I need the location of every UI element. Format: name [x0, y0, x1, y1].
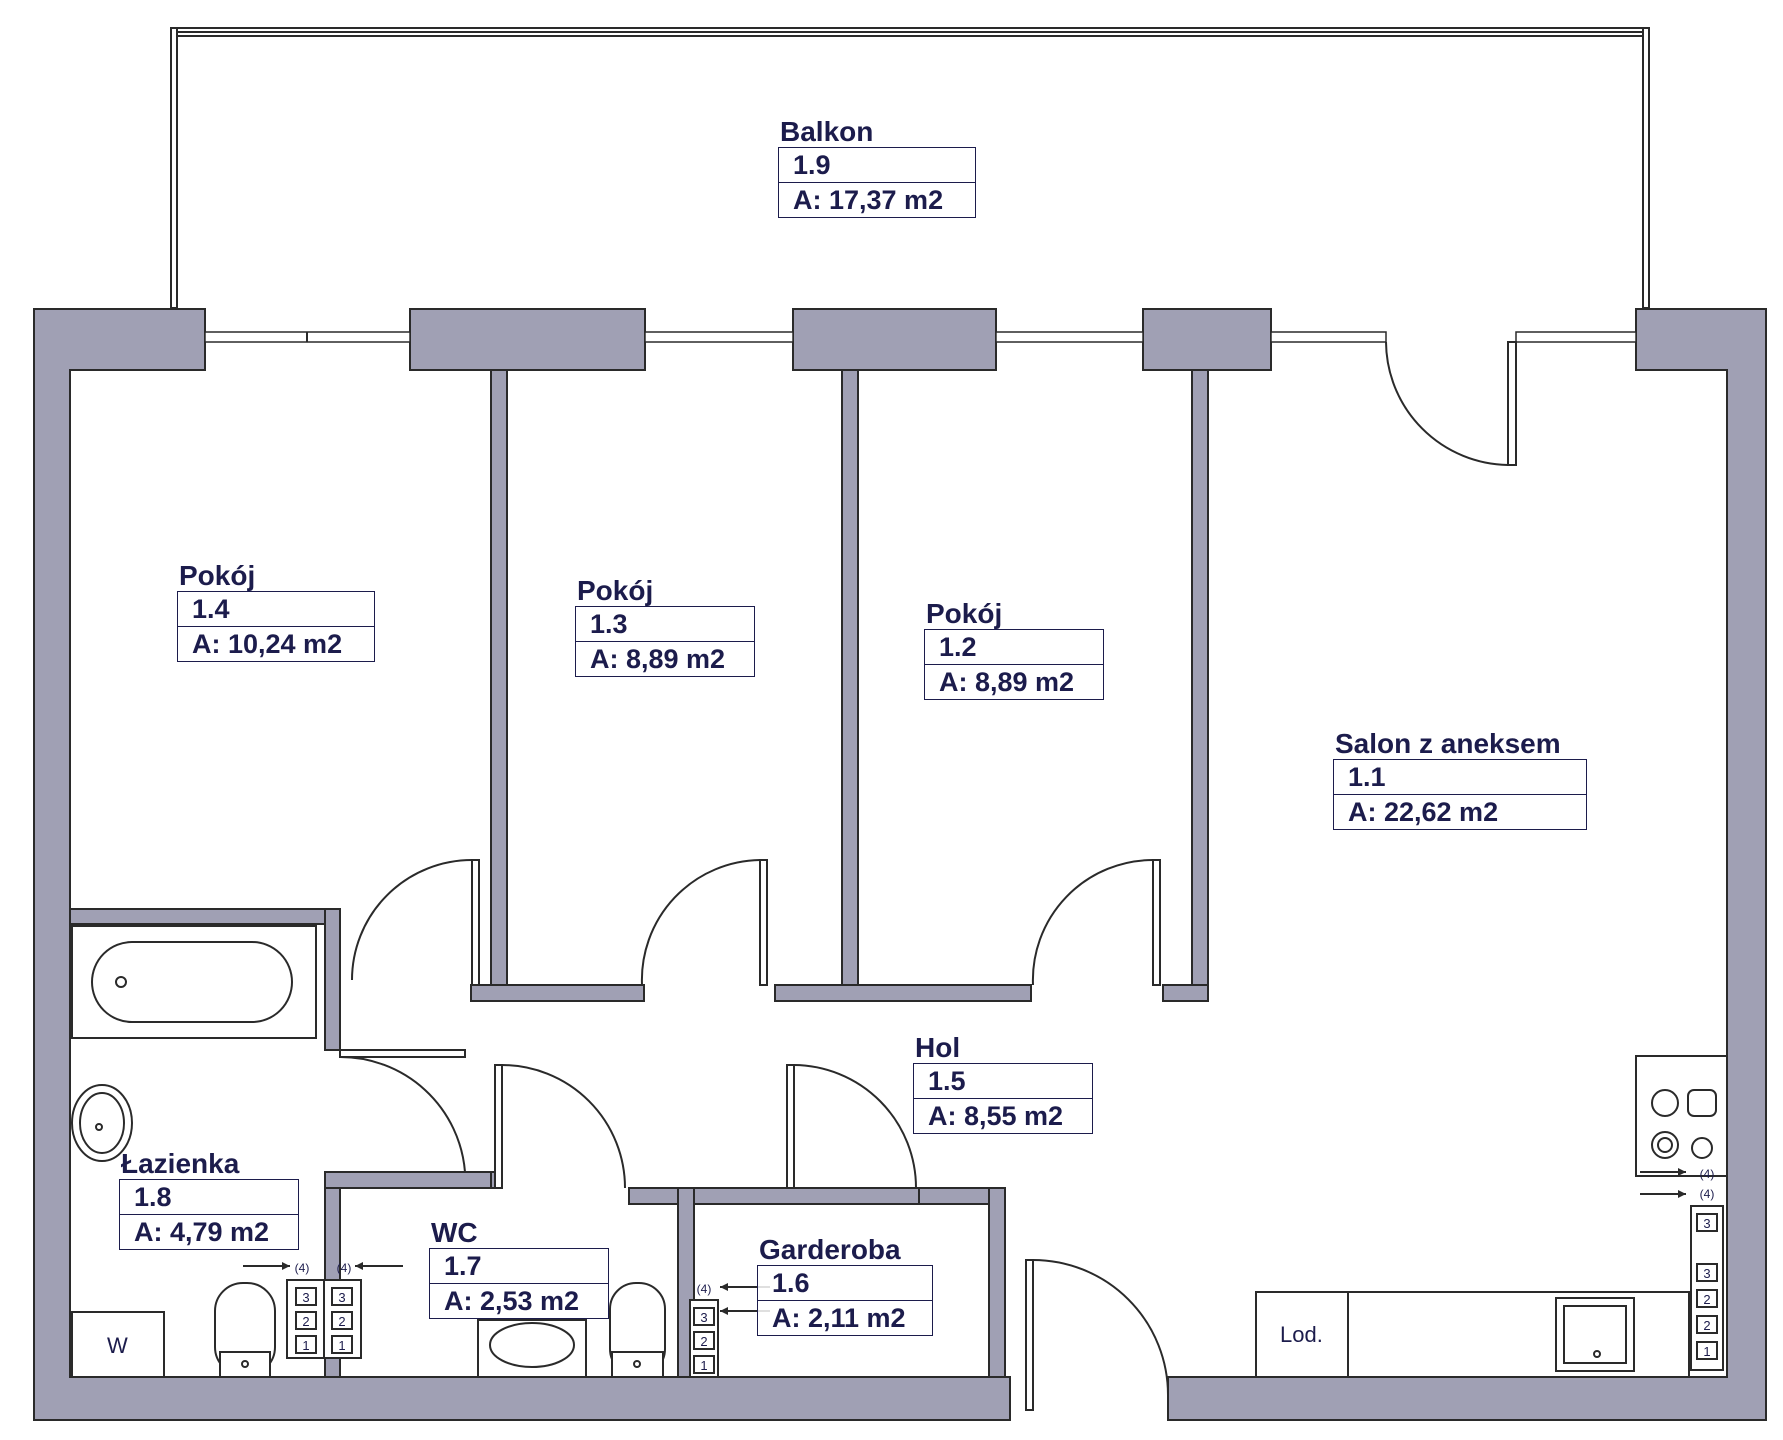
room-number: 1.3 — [590, 609, 628, 639]
svg-text:(4): (4) — [697, 1282, 712, 1296]
balcony-door — [1385, 341, 1517, 466]
windows — [204, 331, 1637, 343]
svg-text:1: 1 — [302, 1338, 309, 1353]
installation-kitchen: 3 3 2 2 1 (4) (4) — [1640, 1167, 1724, 1371]
cooktop — [1635, 1055, 1728, 1177]
svg-text:(4): (4) — [337, 1261, 352, 1275]
room-name: Pokój — [179, 560, 256, 591]
svg-text:1: 1 — [700, 1358, 707, 1373]
room-name: WC — [431, 1217, 478, 1248]
svg-text:3: 3 — [302, 1290, 309, 1305]
room-name: Pokój — [926, 598, 1003, 629]
room-number: 1.6 — [772, 1268, 810, 1298]
svg-text:2: 2 — [1703, 1318, 1710, 1333]
room-label-pokoj-1-3: Pokój 1.3 A: 8,89 m2 — [575, 576, 755, 677]
installation-garderoba: 3 2 1 (4) — [689, 1282, 770, 1378]
room-label-pokoj-1-4: Pokój 1.4 A: 10,24 m2 — [177, 561, 375, 662]
kitchen-sink — [1555, 1297, 1635, 1372]
room-name: Salon z aneksem — [1335, 728, 1561, 759]
fridge — [1255, 1291, 1349, 1378]
room-area: A: 2,53 m2 — [430, 1283, 608, 1318]
room-name: Balkon — [780, 116, 874, 147]
svg-text:2: 2 — [302, 1314, 309, 1329]
room-area: A: 8,89 m2 — [925, 664, 1103, 699]
svg-text:3: 3 — [700, 1310, 707, 1325]
toilet-wc — [609, 1282, 666, 1378]
room-name: Pokój — [577, 575, 654, 606]
svg-text:1: 1 — [1703, 1344, 1710, 1359]
svg-text:(4): (4) — [1700, 1187, 1715, 1201]
room-area: A: 8,89 m2 — [576, 641, 754, 676]
balcony-railing — [170, 27, 1650, 309]
fridge-label: Lod. — [1280, 1322, 1323, 1347]
room-area: A: 4,79 m2 — [120, 1214, 298, 1249]
wc-washbasin — [477, 1319, 587, 1378]
room-area: A: 8,55 m2 — [914, 1098, 1092, 1133]
room-area: A: 17,37 m2 — [779, 182, 975, 217]
room-number: 1.7 — [444, 1251, 482, 1281]
doors — [339, 858, 1169, 1411]
washing-machine — [71, 1311, 165, 1378]
room-area: A: 22,62 m2 — [1334, 794, 1586, 829]
svg-text:2: 2 — [1703, 1292, 1710, 1307]
room-name: Hol — [915, 1032, 961, 1063]
room-number: 1.9 — [793, 150, 831, 180]
svg-text:1: 1 — [338, 1338, 345, 1353]
room-label-pokoj-1-2: Pokój 1.2 A: 8,89 m2 — [924, 599, 1104, 700]
room-number: 1.4 — [192, 594, 230, 624]
room-number: 1.1 — [1348, 762, 1386, 792]
svg-text:(4): (4) — [295, 1261, 310, 1275]
room-label-wc: WC 1.7 A: 2,53 m2 — [429, 1218, 609, 1319]
room-area: A: 2,11 m2 — [758, 1300, 932, 1335]
svg-text:3: 3 — [1703, 1266, 1710, 1281]
interior-walls — [69, 369, 1209, 1378]
room-number: 1.2 — [939, 632, 977, 662]
room-label-salon: Salon z aneksem 1.1 A: 22,62 m2 — [1333, 729, 1587, 830]
svg-text:2: 2 — [700, 1334, 707, 1349]
room-name: Łazienka — [121, 1148, 240, 1179]
room-number: 1.5 — [928, 1066, 966, 1096]
room-number: 1.8 — [134, 1182, 172, 1212]
svg-text:(4): (4) — [1700, 1167, 1715, 1181]
svg-text:3: 3 — [1703, 1216, 1710, 1231]
installation-bathroom: 3 2 1 3 2 1 (4) (4) — [243, 1261, 403, 1359]
washbasin — [71, 1084, 133, 1162]
room-label-balkon: Balkon 1.9 A: 17,37 m2 — [778, 117, 976, 218]
svg-text:2: 2 — [338, 1314, 345, 1329]
toilet-bathroom — [214, 1282, 276, 1378]
svg-text:3: 3 — [338, 1290, 345, 1305]
washing-machine-label: W — [107, 1333, 128, 1358]
room-name: Garderoba — [759, 1234, 901, 1265]
room-label-garderoba: Garderoba 1.6 A: 2,11 m2 — [757, 1235, 933, 1336]
room-area: A: 10,24 m2 — [178, 626, 374, 661]
bathtub — [71, 925, 317, 1039]
room-label-lazienka: Łazienka 1.8 A: 4,79 m2 — [119, 1149, 299, 1250]
room-label-hol: Hol 1.5 A: 8,55 m2 — [913, 1033, 1093, 1134]
